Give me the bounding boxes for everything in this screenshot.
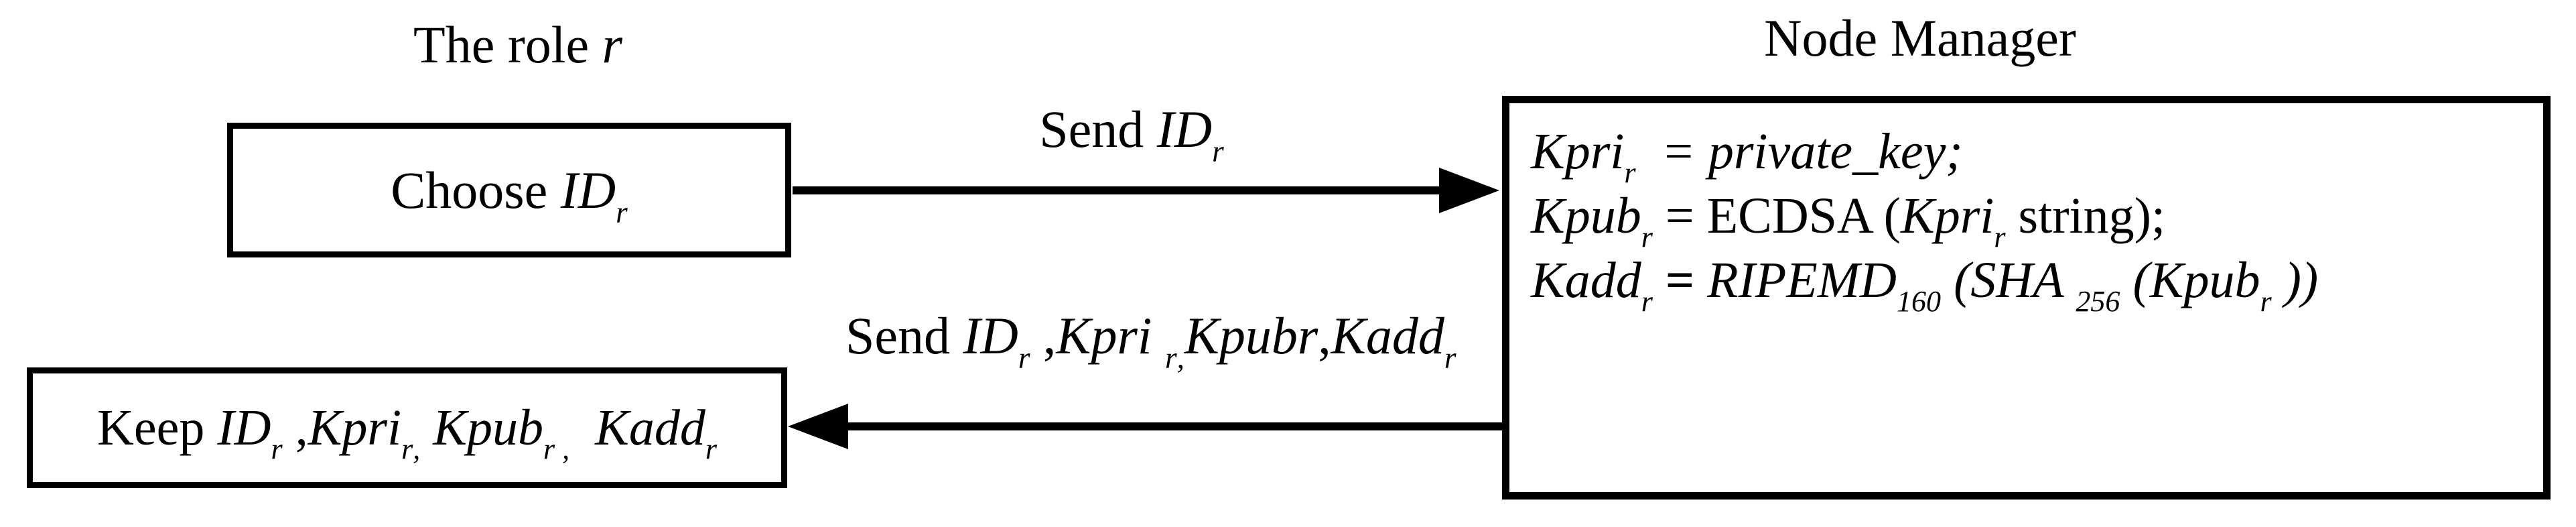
arrowhead-left-icon <box>788 404 848 449</box>
send-keys-arrow-line <box>845 422 1502 430</box>
keep-keys-box: Keep IDr ,Kprir, Kpubr , Kaddr <box>27 367 787 488</box>
choose-id-label: Choose IDr <box>391 160 628 229</box>
node-manager-code-line-3: Kaddr = RIPEMD160 (SHA 256 (Kpubr )) <box>1531 252 2319 318</box>
choose-id-box: Choose IDr <box>227 123 791 257</box>
role-lane-title: The role r <box>413 15 622 74</box>
arrowhead-right-icon <box>1439 168 1499 213</box>
node-manager-box: Kprir = private_key; Kpubr = ECDSA (Kpri… <box>1502 96 2551 500</box>
send-keys-message-label: Send IDr ,Kpri r,Kpubr,Kaddr <box>845 306 1456 375</box>
node-manager-title: Node Manager <box>1764 9 2076 67</box>
keep-keys-label: Keep IDr ,Kprir, Kpubr , Kaddr <box>96 399 718 465</box>
send-id-arrow-line <box>793 186 1440 194</box>
node-manager-code-line-2: Kpubr = ECDSA (Kprir string); <box>1531 188 2166 254</box>
send-id-message-label: Send IDr <box>1039 100 1224 168</box>
node-manager-code-line-1: Kprir = private_key; <box>1531 123 1963 190</box>
